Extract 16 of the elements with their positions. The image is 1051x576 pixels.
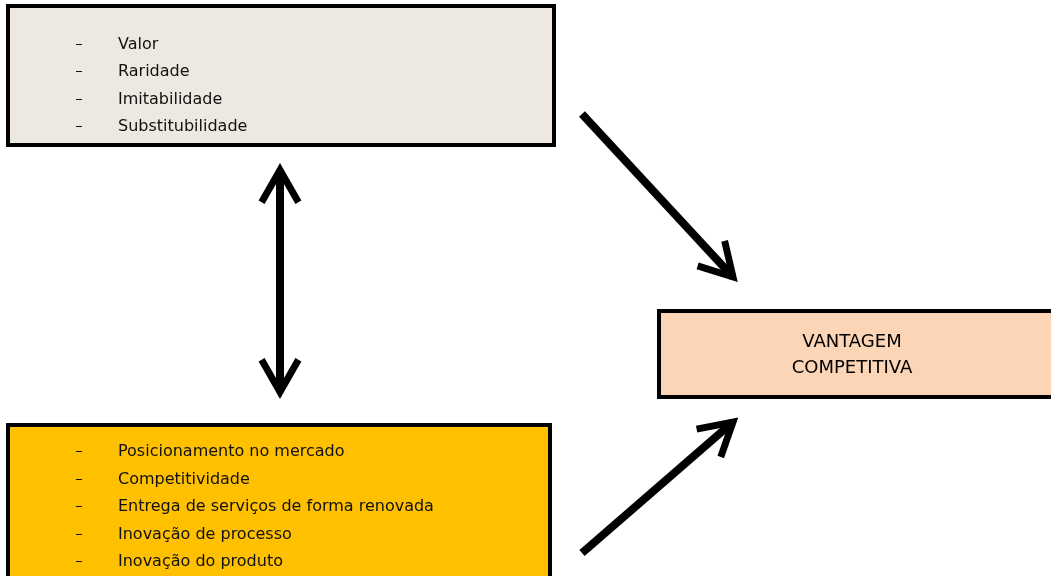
list-item: Entrega de serviços de forma renovada (118, 496, 434, 516)
list-item: Inovação de processo (118, 523, 292, 544)
node-label: VANTAGEM COMPETITIVA (790, 329, 914, 379)
arrow (258, 166, 302, 396)
list-item: Posicionamento no mercado (118, 441, 345, 461)
text-box (6, 423, 552, 576)
list-item: Valor (118, 34, 159, 54)
text-box (657, 309, 1051, 399)
text-box (6, 4, 556, 147)
arrow (579, 111, 737, 281)
list-item: Inovação do produto (118, 551, 283, 571)
arrow (579, 418, 737, 556)
list-item: Raridade (118, 61, 190, 82)
list-item: Substitubilidade (118, 115, 248, 136)
list-item: Competitividade (118, 468, 250, 489)
list-item: Imitabilidade (118, 88, 223, 109)
